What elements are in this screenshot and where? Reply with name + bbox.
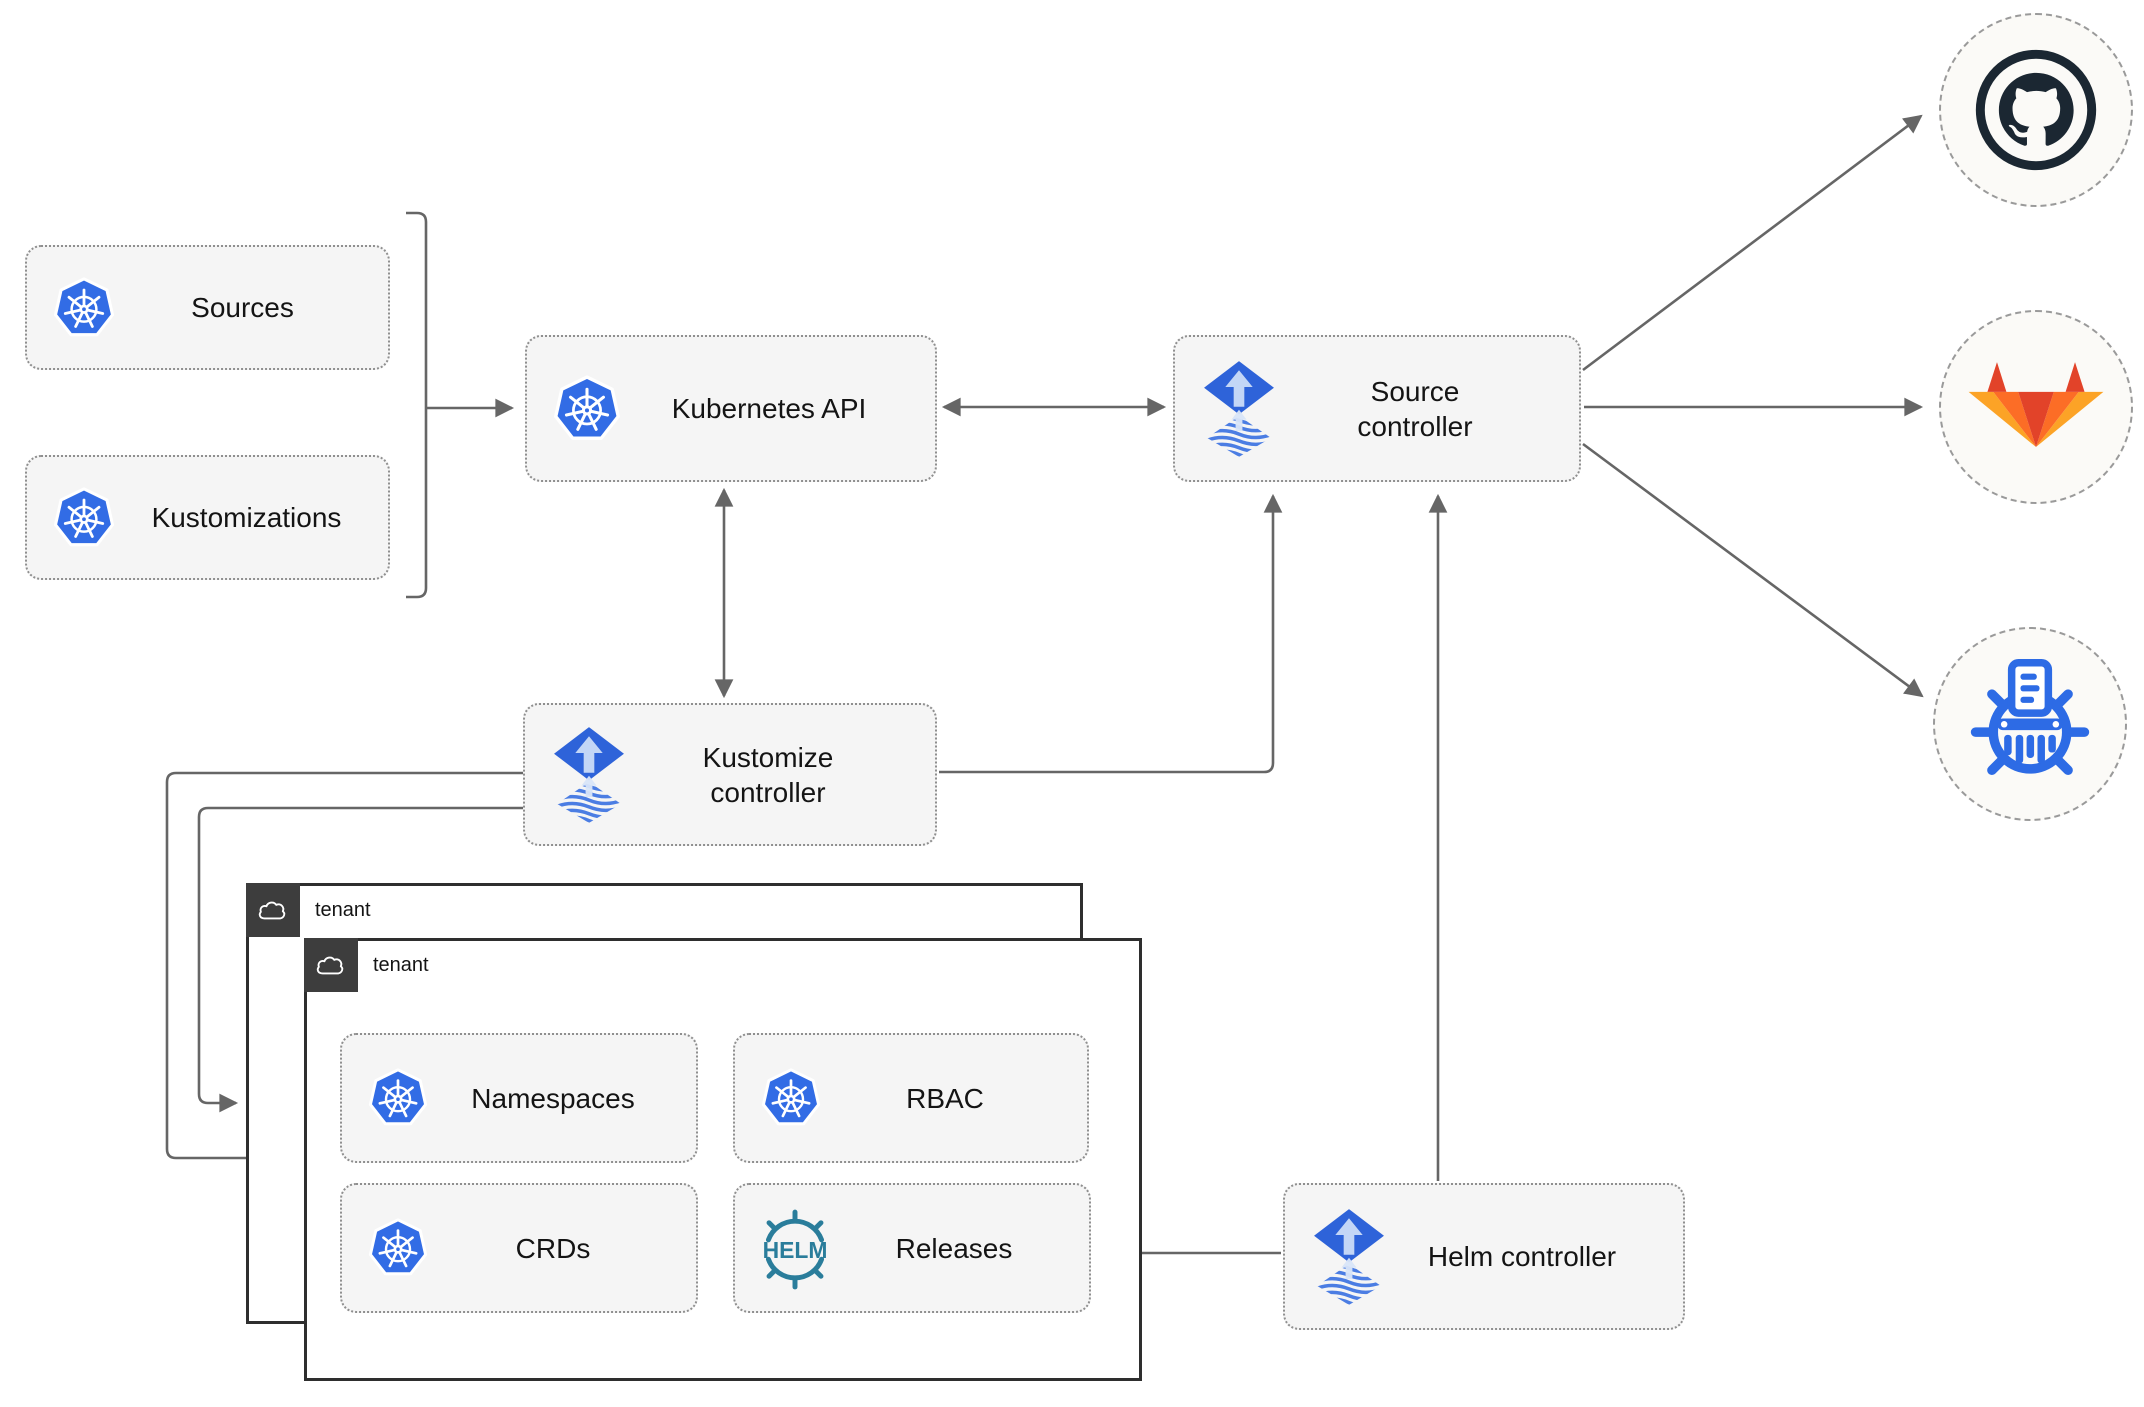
gitlab-icon: [1961, 336, 2111, 478]
kubernetes-icon: [761, 1068, 821, 1128]
node-rbac: RBAC: [733, 1033, 1089, 1163]
github-circle: [1939, 13, 2133, 207]
node-sources: Sources: [25, 245, 390, 370]
helm-wordmark: HELM: [763, 1237, 828, 1263]
flux-icon: [551, 727, 627, 823]
node-kustomizations: Kustomizations: [25, 455, 390, 580]
node-label-releases: Releases: [895, 1232, 1013, 1264]
node-crds: CRDs: [340, 1183, 698, 1313]
node-label-namespaces: Namespaces: [471, 1082, 635, 1114]
node-kubernetes-api: Kubernetes API: [525, 335, 937, 482]
kubernetes-icon: [553, 375, 621, 443]
node-label-sources: Sources: [191, 292, 294, 323]
arrow-source-to-github: [1582, 114, 1923, 372]
node-label-crds: CRDs: [515, 1232, 591, 1264]
arrow-source-to-registry: [1582, 442, 1924, 698]
manifest-registry-icon: [1962, 656, 2098, 792]
tenant-front-tag: [304, 938, 358, 992]
bracket-sources-group: [406, 211, 428, 599]
node-helm-controller: Helm controller: [1283, 1183, 1685, 1330]
node-label-source-controller: Source controller: [1357, 375, 1473, 442]
node-source-controller: Source controller: [1173, 335, 1581, 482]
cloud-icon: [314, 951, 348, 979]
registry-circle: [1933, 627, 2127, 821]
node-label-rbac: RBAC: [906, 1082, 984, 1114]
kubernetes-icon: [53, 277, 115, 339]
tenant-back-tag: [246, 883, 300, 937]
gitlab-circle: [1939, 310, 2133, 504]
kubernetes-icon: [368, 1218, 428, 1278]
node-label-helm-controller: Helm controller: [1427, 1241, 1617, 1272]
node-label-kustomizations: Kustomizations: [151, 502, 342, 533]
node-kustomize-controller: Kustomize controller: [523, 703, 937, 846]
cloud-icon: [256, 896, 290, 924]
node-releases: HELM Releases: [733, 1183, 1091, 1313]
helm-icon: HELM: [763, 1209, 828, 1290]
arrow-kustomize-to-source: [939, 493, 1283, 774]
github-icon: [1972, 46, 2100, 174]
flux-icon: [1201, 361, 1277, 457]
flux-icon: [1311, 1209, 1387, 1305]
kubernetes-icon: [368, 1068, 428, 1128]
tenant-front-label: tenant: [373, 954, 429, 976]
tenant-back-label: tenant: [315, 899, 371, 921]
node-label-kubernetes-api: Kubernetes API: [671, 393, 867, 424]
node-namespaces: Namespaces: [340, 1033, 698, 1163]
kubernetes-icon: [53, 487, 115, 549]
node-label-kustomize-controller: Kustomize controller: [702, 741, 834, 808]
